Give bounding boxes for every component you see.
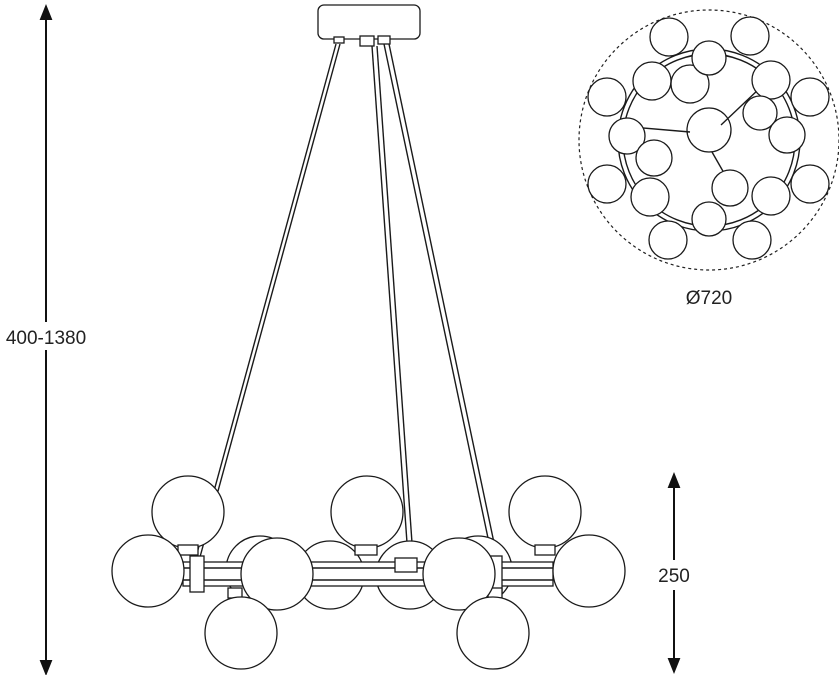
diameter-label: Ø720 [686, 288, 732, 309]
suspension-wires [195, 43, 498, 558]
top-view [578, 9, 839, 271]
height-dimension: 400-1380 [6, 4, 86, 675]
height-label: 400-1380 [6, 328, 86, 349]
ceiling-canopy [317, 4, 421, 47]
globe [552, 534, 626, 608]
front-globes [111, 534, 626, 670]
globe [204, 596, 278, 670]
globe [151, 475, 225, 549]
depth-label: 250 [658, 566, 690, 587]
globe [456, 596, 530, 670]
back-globes [151, 475, 582, 610]
globe [508, 475, 582, 549]
globe [330, 475, 404, 549]
depth-dimension: 250 [658, 472, 690, 674]
globe [111, 534, 185, 608]
globe [240, 537, 314, 611]
globe [422, 537, 496, 611]
